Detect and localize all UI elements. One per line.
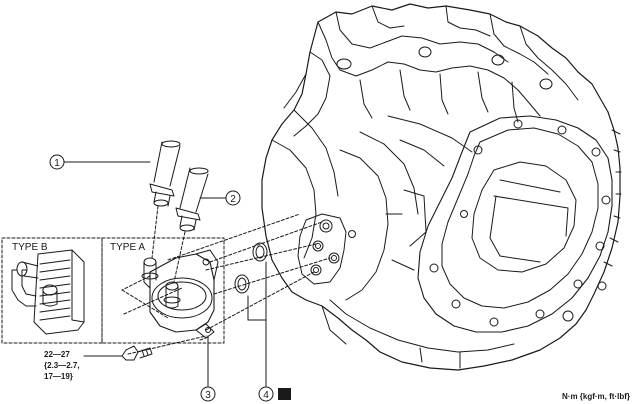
callout-3: 3 — [200, 386, 216, 402]
type-b-box — [1, 237, 103, 344]
callout-4: 4 — [258, 386, 274, 402]
callout-2: 2 — [225, 190, 241, 206]
variant-boxes — [1, 237, 225, 344]
replace-part-badge: R — [278, 388, 291, 401]
oil-cooler-hose-1 — [149, 140, 181, 207]
torque-kgfm: {2.3—2.7, — [44, 361, 80, 370]
callout-2-number: 2 — [230, 194, 236, 205]
torque-nm: 22—27 — [44, 350, 70, 359]
oil-cooler-hose-2 — [175, 167, 209, 232]
hose-guide-lines — [151, 205, 186, 283]
type-a-label: TYPE A — [110, 242, 145, 253]
replace-badge-letter: R — [281, 390, 289, 401]
units-legend: N·m {kgf·m, ft·lbf} — [562, 392, 630, 401]
leader-lines — [63, 161, 267, 387]
o-rings — [234, 242, 268, 294]
callout-1-number: 1 — [54, 158, 60, 169]
torque-ftlbf: 17—19} — [44, 372, 73, 381]
type-b-label: TYPE B — [12, 242, 48, 253]
callout-4-number: 4 — [263, 390, 269, 401]
oil-cooler-type-a — [141, 249, 219, 339]
mounting-bolt — [121, 345, 153, 361]
alignment-lines — [121, 213, 331, 355]
oil-cooler-type-b — [11, 249, 85, 335]
callout-3-number: 3 — [205, 390, 211, 401]
transaxle-housing — [261, 3, 622, 371]
cooler-mounting-pad — [297, 213, 356, 285]
callout-1: 1 — [49, 154, 65, 170]
torque-spec: 22—27 {2.3—2.7, 17—19} — [44, 350, 80, 381]
